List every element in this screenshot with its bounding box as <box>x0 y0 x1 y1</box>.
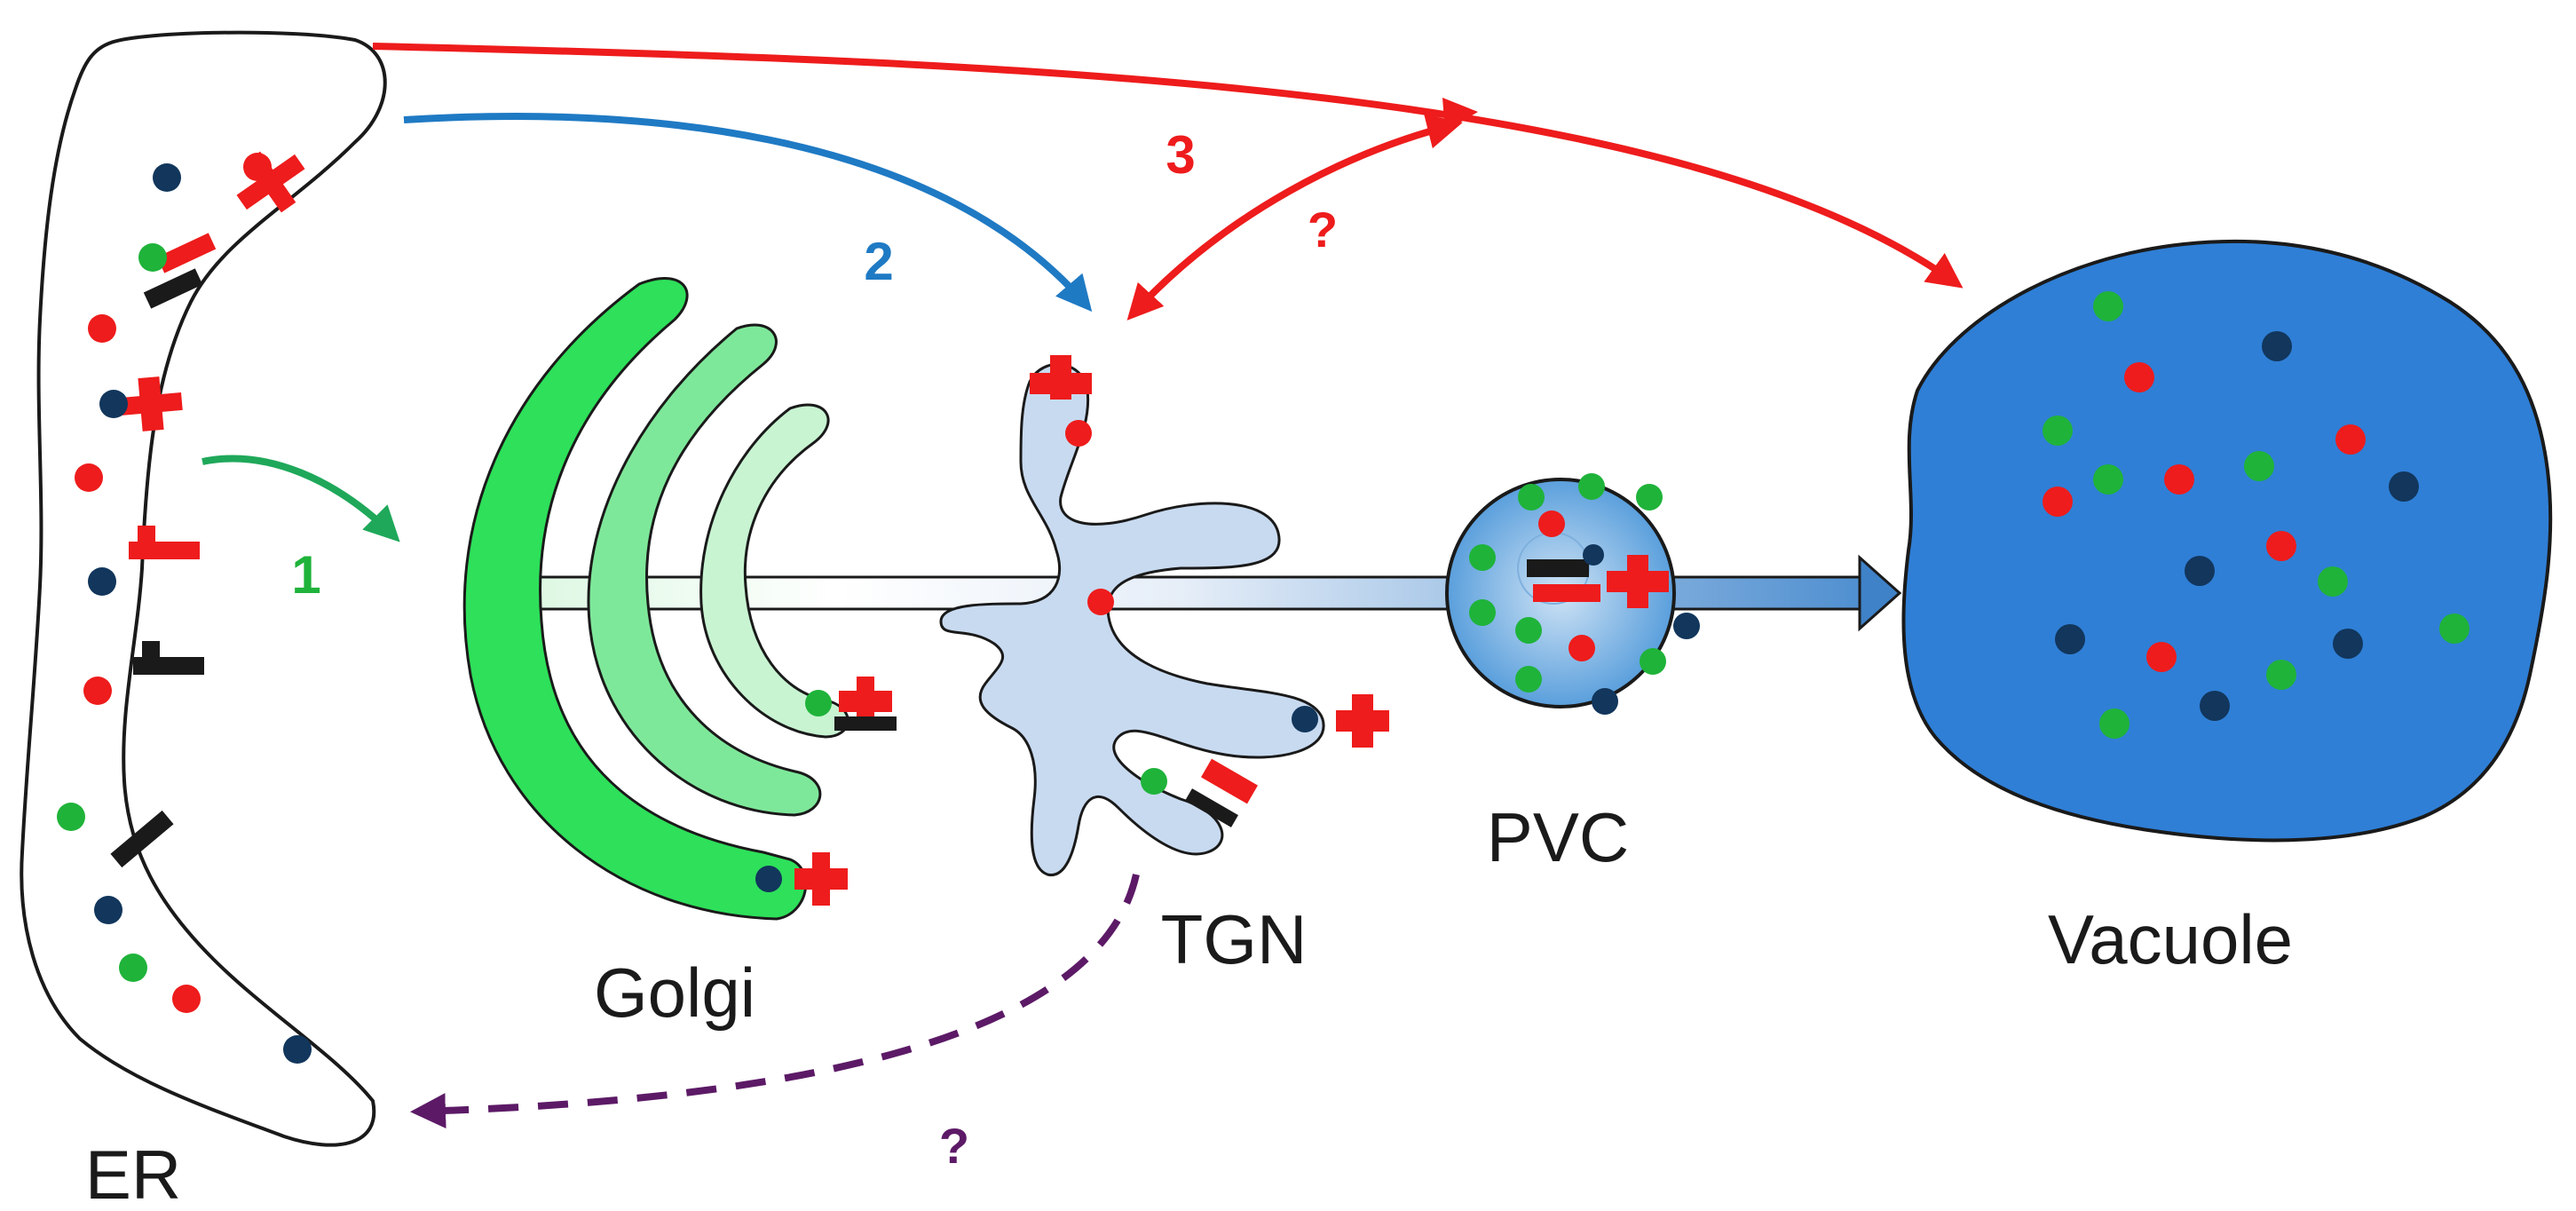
cargo-dots <box>57 153 2469 1064</box>
question-mark-upper: ? <box>1308 202 1338 257</box>
cargo-dot-navy <box>1673 613 1700 639</box>
cargo-dot-green <box>2093 291 2123 321</box>
pvc-label: PVC <box>1487 798 1629 876</box>
cargo-dot-green <box>2043 416 2073 446</box>
cargo-dot-red <box>1087 589 1114 615</box>
cargo-dot-green <box>1518 484 1545 511</box>
cargo-dot-navy <box>283 1035 312 1064</box>
receptors <box>110 151 1669 906</box>
cargo-dot-green <box>1515 666 1542 693</box>
cargo-dot-green <box>2318 566 2348 597</box>
receptor <box>129 526 200 559</box>
cargo-dot-navy <box>1292 706 1318 732</box>
cargo-dot-red <box>1065 420 1092 447</box>
cargo-dot-red <box>2164 464 2194 495</box>
cargo-dot-navy <box>1592 688 1618 715</box>
cargo-dot-red <box>2124 362 2154 392</box>
golgi-label: Golgi <box>594 954 755 1032</box>
cargo-dot-green <box>2244 451 2274 481</box>
cargo-dot-green <box>805 690 832 716</box>
cargo-dot-navy <box>2262 331 2292 361</box>
cargo-dot-red <box>1538 511 1565 537</box>
cargo-dot-navy <box>2333 629 2363 659</box>
cargo-dot-green <box>2266 660 2296 690</box>
cargo-dot-navy <box>2389 471 2419 502</box>
cargo-dot-green <box>1469 599 1496 626</box>
cargo-dot-green <box>1469 544 1496 571</box>
tgn-label: TGN <box>1161 900 1308 978</box>
cargo-dot-red <box>1569 635 1595 661</box>
cargo-dot-green <box>57 803 85 831</box>
cargo-dot-green <box>1640 648 1666 675</box>
tgn-route3-bidirectional-arrow <box>1126 114 1463 321</box>
cargo-dot-red <box>2266 531 2296 561</box>
receptor <box>1030 355 1092 400</box>
vacuole-organelle <box>1901 239 2553 843</box>
cargo-dot-navy <box>755 866 782 892</box>
receptor <box>794 852 848 906</box>
er-organelle <box>20 30 387 1147</box>
route-3-arrow <box>372 43 1964 289</box>
cargo-dot-navy <box>99 390 128 418</box>
receptor <box>110 810 174 868</box>
cargo-dot-green <box>1636 484 1663 511</box>
receptor <box>143 268 203 309</box>
cargo-dot-navy <box>2055 624 2085 654</box>
er-label: ER <box>85 1136 181 1211</box>
question-mark-lower: ? <box>939 1118 969 1174</box>
cargo-dot-navy <box>1583 544 1604 566</box>
receptor <box>1607 555 1669 608</box>
receptor <box>834 716 897 731</box>
cargo-dot-red <box>75 463 103 492</box>
route-2-arrow <box>403 113 1093 313</box>
cargo-dot-navy <box>88 567 116 596</box>
vacuole-label: Vacuole <box>2048 900 2293 978</box>
receptor <box>156 233 217 273</box>
cargo-dot-navy <box>2185 556 2215 586</box>
cargo-dot-green <box>2099 708 2130 739</box>
cargo-dot-red <box>2335 424 2366 455</box>
receptor <box>1533 584 1600 602</box>
receptor <box>1201 758 1258 804</box>
golgi-cisterna-outer <box>462 277 808 921</box>
receptor <box>119 376 183 431</box>
route-1-arrow <box>201 455 400 542</box>
cargo-dot-green <box>2093 464 2123 495</box>
golgi-stack <box>462 277 849 921</box>
golgi-cisterna-inner <box>699 403 849 739</box>
cargo-dot-green <box>138 243 167 272</box>
retrograde-dashed-arrow <box>410 874 1140 1129</box>
receptor <box>133 641 204 675</box>
route-3-number: 3 <box>1166 125 1195 185</box>
receptor <box>1185 788 1238 827</box>
cargo-dot-green <box>1141 768 1167 795</box>
receptor <box>1336 694 1389 748</box>
cargo-dot-navy <box>153 163 181 192</box>
cargo-dot-red <box>83 677 112 705</box>
route-1-number: 1 <box>291 545 320 605</box>
cargo-dot-green <box>1515 617 1542 644</box>
cargo-dot-red <box>2146 642 2177 672</box>
tgn-organelle <box>939 362 1325 876</box>
cargo-dot-red <box>2043 487 2073 517</box>
receptor <box>1527 559 1589 577</box>
cargo-dot-green <box>119 954 147 982</box>
cargo-dot-navy <box>2200 691 2230 721</box>
cargo-dot-red <box>88 314 116 343</box>
cargo-dot-red <box>243 153 272 181</box>
golgi-cisterna-middle <box>587 323 822 817</box>
cargo-dot-green <box>2439 613 2469 644</box>
receptor <box>839 677 892 721</box>
cargo-dot-red <box>172 985 201 1013</box>
cargo-dot-green <box>1578 473 1605 500</box>
cargo-dot-navy <box>94 896 122 924</box>
route-2-number: 2 <box>864 232 893 291</box>
